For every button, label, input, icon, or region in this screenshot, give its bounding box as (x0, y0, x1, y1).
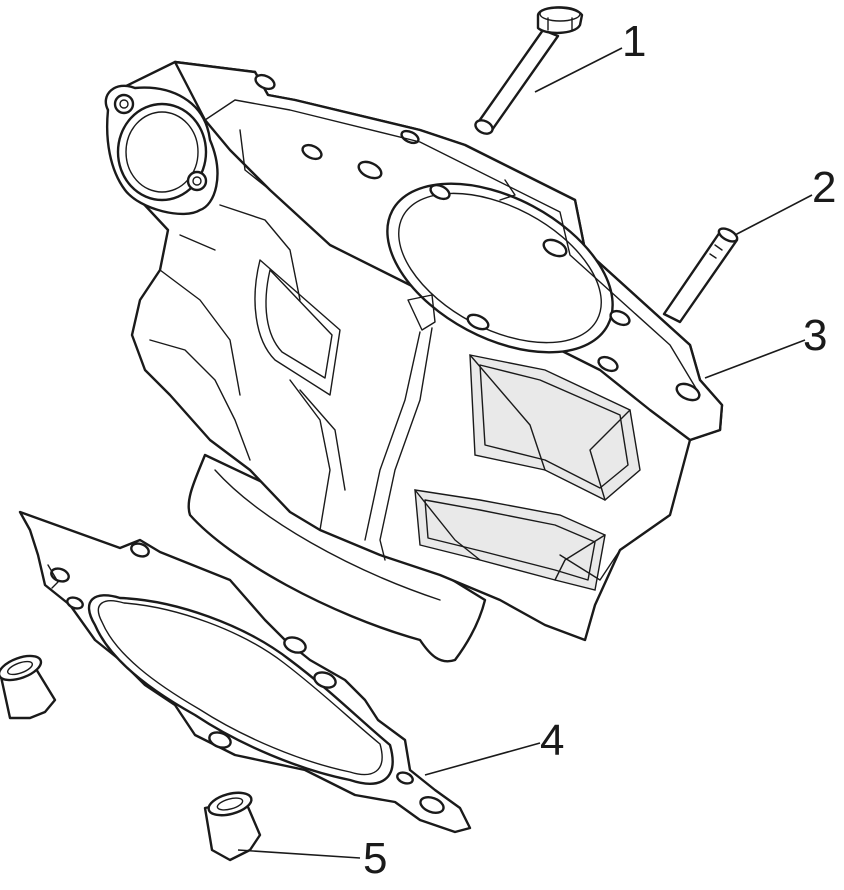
leader-line-4 (424, 742, 541, 776)
cylinder-skirt (187, 453, 487, 663)
callout-4: 4 (540, 716, 564, 765)
gasket-bore (88, 594, 394, 785)
leader-line-5 (237, 849, 361, 859)
callout-1: 1 (622, 17, 646, 66)
cylinder-bore (386, 182, 614, 354)
leader-line-1 (534, 47, 623, 93)
bolt-shank (475, 28, 560, 132)
callout-2: 2 (812, 163, 836, 212)
callout-3: 3 (803, 311, 827, 360)
base-gasket (18, 510, 472, 834)
cylinder-block (104, 60, 724, 663)
callout-5: 5 (363, 834, 387, 883)
exhaust-port (116, 102, 208, 202)
locating-pin (662, 227, 739, 324)
bolt-head (536, 6, 584, 35)
upper-window (469, 354, 641, 501)
leader-line-2 (734, 194, 813, 236)
dowel-sleeve-right (203, 791, 262, 862)
leader-line-3 (704, 339, 806, 379)
dowel-sleeve-left (0, 654, 57, 720)
lower-window (414, 489, 606, 591)
bolt (474, 6, 584, 135)
pin-body (662, 230, 739, 324)
